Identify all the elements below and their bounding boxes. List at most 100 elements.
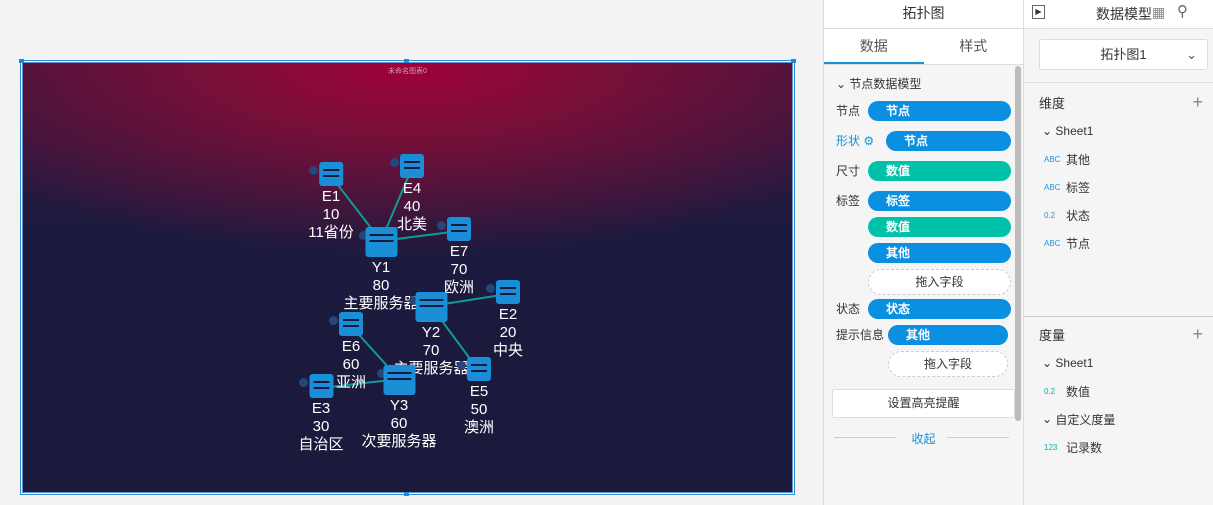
table-icon[interactable]: ▦: [1152, 4, 1166, 20]
add-dimension-icon[interactable]: +: [1192, 91, 1203, 112]
node-status-dot: [299, 378, 308, 387]
node-status-dot: [329, 316, 338, 325]
chevron-down-icon: ⌄: [836, 77, 850, 91]
topology-node[interactable]: E4 40 北美: [397, 154, 427, 234]
field-item[interactable]: ABC 其他: [1024, 145, 1213, 173]
node-status-dot: [309, 166, 318, 175]
measure-sheet[interactable]: ⌄ Sheet1: [1024, 349, 1213, 377]
node-field-pill[interactable]: 节点: [868, 101, 1011, 121]
node-value: 70: [450, 261, 468, 278]
field-item[interactable]: ABC 标签: [1024, 173, 1213, 201]
canvas-area: 未命名图表0 E1 10 11省份 E4 40 北美 Y1 80 主要服务器 E…: [19, 59, 796, 496]
chart-config-panel: 拓扑图 数据 样式 ⌄ 节点数据模型 节点节点 形状 ⚙节点 尺寸数值 标签 标…: [823, 0, 1024, 505]
node-label: 北美: [396, 216, 428, 233]
node-value: 10: [322, 206, 340, 223]
node-label: 欧洲: [443, 279, 475, 296]
state-field-pill[interactable]: 状态: [868, 299, 1011, 319]
node-label: 次要服务器: [361, 433, 437, 450]
size-field-pill[interactable]: 数值: [868, 161, 1011, 181]
field-name: 记录数: [1066, 440, 1103, 455]
server-icon: [446, 217, 471, 241]
field-type-icon: ABC: [1044, 154, 1061, 164]
node-value: 60: [390, 415, 408, 432]
topology-node[interactable]: E7 70 欧洲: [444, 217, 474, 297]
group-name: 自定义度量: [1055, 412, 1116, 427]
chevron-down-icon: ⌄: [1042, 412, 1056, 426]
tooltip-field-pill[interactable]: 其他: [888, 325, 1008, 345]
node-name: E6: [341, 338, 361, 355]
topology-node[interactable]: E1 10 11省份: [308, 162, 354, 242]
node-label: 11省份: [308, 224, 354, 241]
topology-node[interactable]: E2 20 中央: [493, 280, 523, 360]
measure-header: 度量: [1039, 327, 1066, 343]
dimension-header: 维度: [1039, 95, 1066, 111]
collapse-button[interactable]: 收起: [824, 430, 1023, 447]
node-label: 中央: [492, 342, 524, 359]
dataset-select[interactable]: 拓扑图1⌄: [1039, 39, 1208, 70]
field-name: 其他: [1066, 152, 1091, 167]
custom-measure-group[interactable]: ⌄ 自定义度量: [1024, 405, 1213, 433]
dim-sheet[interactable]: ⌄ Sheet1: [1024, 117, 1213, 145]
node-name: Y2: [421, 324, 441, 341]
panel-title: 拓扑图: [824, 0, 1023, 29]
tab-data[interactable]: 数据: [824, 29, 924, 64]
field-type-icon: 0.2: [1044, 210, 1056, 220]
field-name: 数值: [1066, 384, 1091, 399]
scrollbar[interactable]: [1015, 66, 1021, 421]
section-title: 节点数据模型: [849, 77, 922, 91]
model-title: 数据模型: [1096, 6, 1152, 22]
node-label: 自治区: [298, 436, 344, 453]
tab-style[interactable]: 样式: [959, 38, 988, 54]
node-value: 20: [499, 324, 517, 341]
panel-toggle-icon[interactable]: ▶: [1032, 5, 1045, 19]
count-type-icon: 123: [1044, 442, 1058, 452]
node-status-dot: [457, 361, 466, 370]
node-name: E2: [498, 306, 518, 323]
node-name: Y1: [371, 259, 391, 276]
field-type-icon: ABC: [1044, 182, 1061, 192]
add-measure-icon[interactable]: +: [1192, 323, 1203, 344]
node-status-dot: [409, 296, 418, 305]
node-status-dot: [437, 221, 446, 230]
chevron-down-icon: ⌄: [1042, 124, 1056, 138]
gear-icon[interactable]: ⚙: [863, 134, 875, 148]
node-label: 亚洲: [335, 374, 367, 391]
highlight-alert-button[interactable]: 设置高亮提醒: [832, 389, 1015, 418]
field-item[interactable]: ABC 节点: [1024, 229, 1213, 257]
topology-node[interactable]: Y1 80 主要服务器: [343, 227, 419, 313]
server-icon: [399, 154, 424, 178]
tag-field-pill[interactable]: 标签: [868, 191, 1011, 211]
field-item[interactable]: 0.2 数值: [1024, 377, 1213, 405]
node-value: 70: [422, 342, 440, 359]
server-icon: [414, 292, 447, 322]
shape-field-pill[interactable]: 节点: [886, 131, 1011, 151]
node-status-dot: [377, 369, 386, 378]
tag-field-pill[interactable]: 其他: [868, 243, 1011, 263]
tag-field-pill[interactable]: 数值: [868, 217, 1011, 237]
search-icon[interactable]: ⚲: [1177, 3, 1188, 20]
node-status-dot: [390, 158, 399, 167]
drop-field-zone[interactable]: 拖入字段: [888, 351, 1008, 377]
node-name: E7: [449, 243, 469, 260]
topology-node[interactable]: Y3 60 次要服务器: [361, 365, 437, 451]
sheet-name: Sheet1: [1055, 356, 1094, 370]
drop-field-zone[interactable]: 拖入字段: [868, 269, 1011, 295]
size-label: 尺寸: [836, 164, 861, 178]
section-header[interactable]: ⌄ 节点数据模型: [836, 75, 1015, 92]
field-name: 标签: [1066, 180, 1091, 195]
node-name: E3: [311, 400, 331, 417]
field-name: 节点: [1066, 236, 1091, 251]
field-type-icon: ABC: [1044, 238, 1061, 248]
shape-label[interactable]: 形状 ⚙: [836, 131, 886, 151]
data-model-panel: ▶ 数据模型 ▦ ⚲ 拓扑图1⌄ 维度 + ⌄ Sheet1 ABC 其他 ABC 标签…: [1024, 0, 1213, 505]
topology-node[interactable]: E5 50 澳洲: [464, 357, 494, 437]
field-item[interactable]: 123 记录数: [1024, 433, 1213, 461]
number-type-icon: 0.2: [1044, 386, 1056, 396]
node-label: 节点: [836, 104, 861, 118]
node-value: 60: [342, 356, 360, 373]
node-label: 澳洲: [463, 419, 495, 436]
topology-node[interactable]: E6 60 亚洲: [336, 312, 366, 392]
topology-chart[interactable]: 未命名图表0 E1 10 11省份 E4 40 北美 Y1 80 主要服务器 E…: [22, 62, 793, 493]
topology-node[interactable]: E3 30 自治区: [298, 374, 344, 454]
